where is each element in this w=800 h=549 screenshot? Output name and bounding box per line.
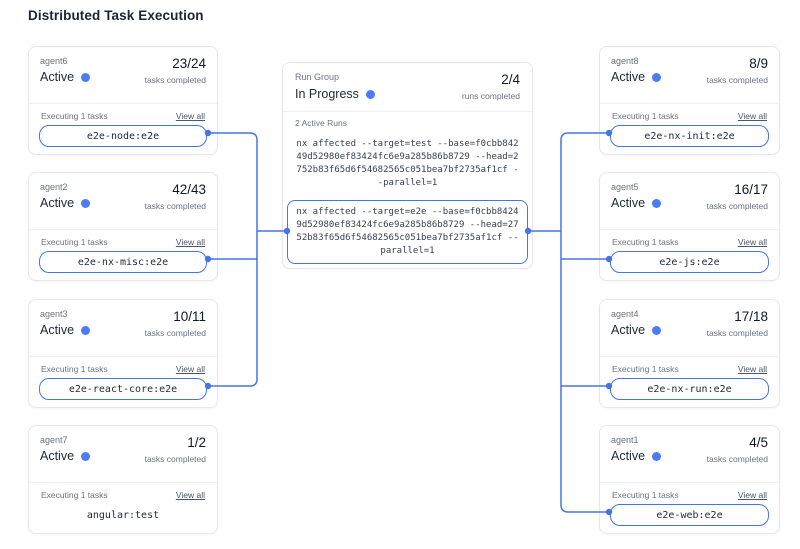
agent-name: agent5	[611, 182, 639, 192]
task-pill[interactable]: e2e-js:e2e	[610, 251, 769, 273]
agent-status: Active	[611, 196, 662, 210]
runs-count-caption: runs completed	[461, 91, 520, 101]
run-group-card: Run Group In Progress 2/4 runs completed…	[282, 62, 533, 269]
status-dot-icon	[81, 451, 91, 461]
view-all-link[interactable]: View all	[737, 364, 767, 374]
agent-card-agent3: agent3 Active 10/11 tasks completed Exec…	[28, 299, 218, 408]
agent-name: agent8	[611, 56, 639, 66]
agent-card-agent2: agent2 Active 42/43 tasks completed Exec…	[28, 172, 218, 281]
tasks-count-caption: tasks completed	[706, 454, 768, 464]
executing-label: Executing 1 tasks	[612, 364, 679, 374]
agent-card-agent5: agent5 Active 16/17 tasks completed Exec…	[599, 172, 780, 281]
task-pill[interactable]: e2e-react-core:e2e	[39, 378, 207, 400]
status-dot-icon	[81, 72, 91, 82]
agent-card-agent7: agent7 Active 1/2 tasks completed Execut…	[28, 425, 218, 534]
view-all-link[interactable]: View all	[175, 237, 205, 247]
task-pill[interactable]: e2e-nx-misc:e2e	[39, 251, 207, 273]
view-all-link[interactable]: View all	[737, 237, 767, 247]
tasks-count-caption: tasks completed	[144, 201, 206, 211]
status-dot-icon	[652, 72, 662, 82]
tasks-count-caption: tasks completed	[144, 454, 206, 464]
agent-card-agent4: agent4 Active 17/18 tasks completed Exec…	[599, 299, 780, 408]
agent-name: agent7	[40, 435, 68, 445]
run-group-header: Run Group In Progress 2/4 runs completed	[283, 63, 532, 112]
agent-card-header: agent5 Active 16/17 tasks completed	[600, 173, 779, 230]
task-pill[interactable]: e2e-nx-init:e2e	[610, 125, 769, 147]
tasks-count: 17/18	[734, 309, 768, 324]
task-pill[interactable]: e2e-node:e2e	[39, 125, 207, 147]
task-pill[interactable]: angular:test	[39, 504, 207, 526]
agent-status: Active	[611, 323, 662, 337]
agent-card-agent8: agent8 Active 8/9 tasks completed Execut…	[599, 46, 780, 155]
status-dot-icon	[81, 325, 91, 335]
tasks-count: 23/24	[172, 56, 206, 71]
agent-status: Active	[40, 323, 91, 337]
agent-card-agent1: agent1 Active 4/5 tasks completed Execut…	[599, 425, 780, 534]
tasks-count-caption: tasks completed	[706, 201, 768, 211]
agent-name: agent4	[611, 309, 639, 319]
view-all-link[interactable]: View all	[175, 364, 205, 374]
tasks-count: 4/5	[749, 435, 768, 450]
tasks-count: 16/17	[734, 182, 768, 197]
agent-card-agent6: agent6 Active 23/24 tasks completed Exec…	[28, 46, 218, 155]
status-dot-icon	[652, 198, 662, 208]
executing-label: Executing 1 tasks	[612, 111, 679, 121]
agent-card-header: agent3 Active 10/11 tasks completed	[29, 300, 217, 357]
agent-card-header: agent4 Active 17/18 tasks completed	[600, 300, 779, 357]
executing-label: Executing 1 tasks	[41, 237, 108, 247]
agent-card-header: agent7 Active 1/2 tasks completed	[29, 426, 217, 483]
run-group-status: In Progress	[295, 87, 375, 101]
tasks-count: 1/2	[187, 435, 206, 450]
agent-card-header: agent6 Active 23/24 tasks completed	[29, 47, 217, 104]
view-all-link[interactable]: View all	[175, 111, 205, 121]
agent-status: Active	[40, 70, 91, 84]
view-all-link[interactable]: View all	[175, 490, 205, 500]
status-dot-icon	[81, 198, 91, 208]
agent-status: Active	[611, 449, 662, 463]
task-pill[interactable]: e2e-nx-run:e2e	[610, 378, 769, 400]
tasks-count: 8/9	[749, 56, 768, 71]
view-all-link[interactable]: View all	[737, 111, 767, 121]
tasks-count-caption: tasks completed	[706, 328, 768, 338]
agent-status: Active	[40, 449, 91, 463]
tasks-count: 42/43	[172, 182, 206, 197]
agent-name: agent1	[611, 435, 639, 445]
agent-name: agent2	[40, 182, 68, 192]
status-dot-icon	[652, 325, 662, 335]
run-command[interactable]: nx affected --target=test --base=f0cbb84…	[296, 139, 519, 188]
agent-status: Active	[611, 70, 662, 84]
tasks-count-caption: tasks completed	[144, 75, 206, 85]
executing-label: Executing 1 tasks	[612, 490, 679, 500]
run-command-highlighted[interactable]: nx affected --target=e2e --base=f0cbb842…	[287, 200, 528, 264]
agent-name: agent3	[40, 309, 68, 319]
agent-card-header: agent2 Active 42/43 tasks completed	[29, 173, 217, 230]
agent-card-header: agent1 Active 4/5 tasks completed	[600, 426, 779, 483]
agent-card-header: agent8 Active 8/9 tasks completed	[600, 47, 779, 104]
agent-name: agent6	[40, 56, 68, 66]
agent-status: Active	[40, 196, 91, 210]
active-runs-label: 2 Active Runs	[295, 118, 347, 128]
executing-label: Executing 1 tasks	[41, 490, 108, 500]
run-group-label: Run Group	[295, 72, 340, 82]
tasks-count-caption: tasks completed	[706, 75, 768, 85]
task-pill[interactable]: e2e-web:e2e	[610, 504, 769, 526]
tasks-count: 10/11	[173, 309, 206, 324]
tasks-count-caption: tasks completed	[144, 328, 206, 338]
status-dot-icon	[652, 451, 662, 461]
page-title: Distributed Task Execution	[28, 8, 204, 23]
executing-label: Executing 1 tasks	[41, 364, 108, 374]
status-dot-icon	[365, 89, 375, 99]
view-all-link[interactable]: View all	[737, 490, 767, 500]
executing-label: Executing 1 tasks	[612, 237, 679, 247]
executing-label: Executing 1 tasks	[41, 111, 108, 121]
runs-count: 2/4	[501, 72, 520, 87]
